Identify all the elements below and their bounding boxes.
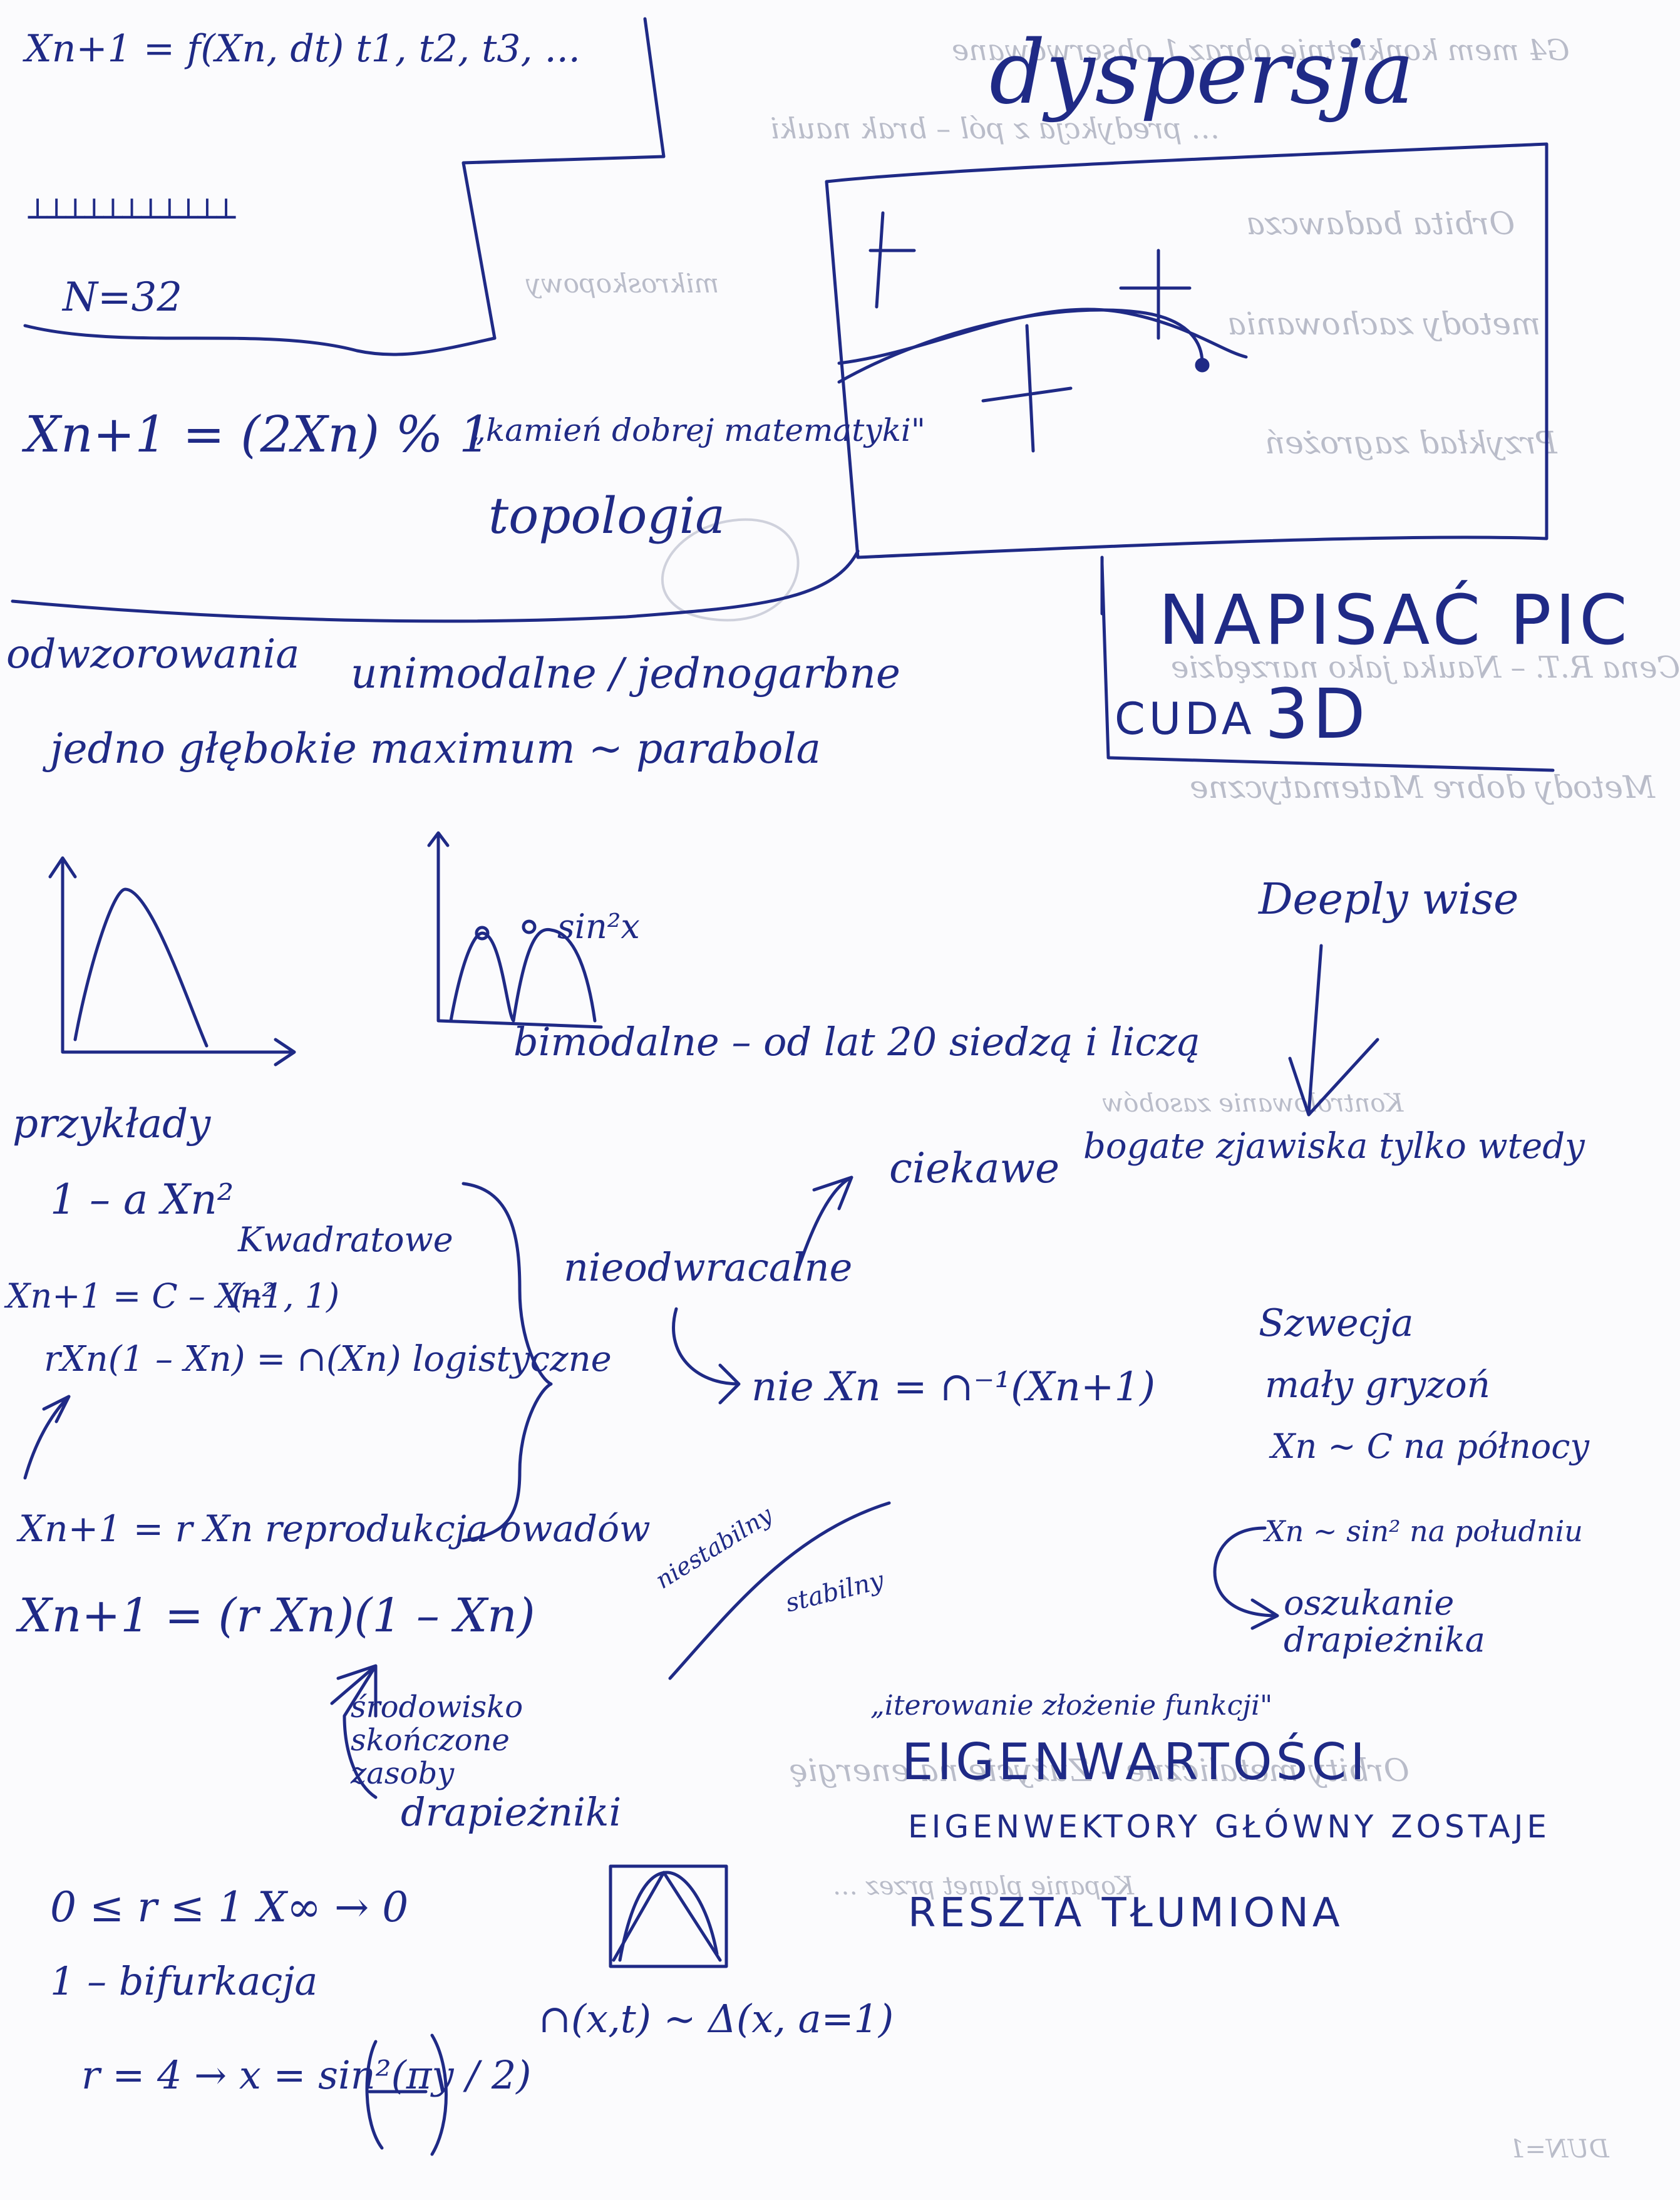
iterowanie: „iterowanie złożenie funkcji" — [870, 1690, 1273, 1722]
r-range: 0 ≤ r ≤ 1 X∞ → 0 — [50, 1883, 409, 1931]
oszukanie-drapieznika: oszukanie drapieżnika — [1284, 1583, 1485, 1660]
eigenwartosci: EIGENWARTOŚCI — [902, 1733, 1369, 1791]
tick-marks: ┴┴┴┴┴┴┴┴┴┴┴ — [28, 199, 236, 235]
nieodwracalne: nieodwracalne — [564, 1244, 853, 1290]
sketch-step-line — [461, 17, 666, 340]
three-d-label: 3D — [1265, 674, 1369, 754]
formula-logistic-2: Xn+1 = (r Xn)(1 – Xn) — [19, 1589, 535, 1643]
sketch-layer — [11, 17, 1555, 2156]
plus-sign-left — [868, 211, 916, 309]
drapiezniki: drapieżniki — [401, 1789, 622, 1835]
deeply-wise-arrow — [1288, 944, 1379, 1117]
formula-logistic: rXn(1 – Xn) = ∩(Xn) logistyczne — [44, 1339, 612, 1380]
quote-topology: „kamień dobrej matematyki" — [470, 412, 925, 448]
arrow-to-srodowisko — [330, 1664, 378, 1799]
formula-paren — [365, 2033, 448, 2156]
tent-map-formula: ∩(x,t) ~ Δ(x, a=1) — [539, 1996, 894, 2042]
stability-curve — [668, 1501, 891, 1680]
bimodal-peak-point — [475, 926, 490, 941]
sin-squared-label: sin²x — [557, 907, 640, 946]
plus-sign-right — [1119, 249, 1192, 340]
bogate-zjawiska: bogate zjawiska tylko wtedy — [1083, 1126, 1585, 1167]
range-minus1-1: (–1, 1) — [232, 1276, 340, 1316]
curly-brace — [461, 1182, 553, 1542]
wave-curve-upper — [837, 307, 1248, 365]
sketch-boundary-top — [23, 324, 497, 356]
tent-map-box — [609, 1864, 728, 1968]
plus-sign-mid — [981, 324, 1073, 453]
dyspersja-heading: dyspersja — [989, 22, 1415, 124]
eigenwektory: EIGENWEKTORY GŁÓWNY ZOSTAJE — [908, 1809, 1550, 1845]
notebook-page: G4 mem konkretnie obraz 1 obserwowane … … — [6, 17, 1680, 2164]
odwzorowania: odwzorowania — [6, 631, 300, 678]
wave-point — [1195, 358, 1210, 373]
bimodal-curve — [449, 927, 597, 1023]
wave-curve-lower — [837, 308, 1204, 384]
bernoulli-map-formula: Xn+1 = (2Xn) % 1 — [25, 405, 491, 463]
srodowisko: środowisko skończone zasoby — [351, 1690, 523, 1791]
unimodal-curve — [73, 887, 209, 1048]
formula-reprodukcja: Xn+1 = r Xn reprodukcja owadów — [19, 1507, 651, 1550]
sketch-boundary-middle — [11, 549, 860, 623]
bimodalne-text: bimodalne – od lat 20 siedzą i liczą — [513, 1019, 1200, 1065]
reszta-tlumiona: RESZTA TŁUMIONA — [908, 1890, 1344, 1936]
dyspersja-box — [825, 142, 1549, 559]
bracket-szwecja — [1213, 1526, 1279, 1630]
napisac-box — [1100, 562, 1555, 772]
arrow-to-xn-rxn — [23, 1395, 71, 1480]
cuda-label: CUDA — [1115, 693, 1255, 745]
topologia: topologia — [488, 487, 725, 545]
xn-c-polnoc: Xn ~ C na północy — [1271, 1427, 1590, 1466]
arrow-to-ciekawe — [793, 1175, 853, 1279]
unimodalne: unimodalne / jednogarbne — [351, 649, 900, 698]
deeply-wise: Deeply wise — [1259, 875, 1519, 924]
tent-map-parabola — [618, 1871, 719, 1962]
n-equals-32: N=32 — [63, 274, 183, 321]
plot-axes-unimodal — [48, 856, 296, 1066]
formula-c-minus-x2: Xn+1 = C – Xn² — [6, 1276, 276, 1316]
maly-gryzon: mały gryzoń — [1265, 1363, 1491, 1406]
bleed-through-circle — [661, 518, 800, 622]
szwecja: Szwecja — [1259, 1301, 1414, 1345]
bifurkacja: 1 – bifurkacja — [50, 1958, 318, 2004]
napisac-pic: NAPISAĆ PIC — [1158, 580, 1631, 660]
iteration-formula: Xn+1 = f(Xn, dt) t1, t2, t3, ... — [25, 27, 580, 71]
przyklady: przykłady — [13, 1101, 211, 1147]
arrow-to-nie — [672, 1307, 741, 1405]
jedno-glebokie-maximum: jedno głębokie maximum ~ parabola — [50, 725, 821, 773]
formula-1-ax2: 1 – a Xn² — [50, 1175, 234, 1224]
plot-axes-bimodal — [427, 831, 603, 1029]
kwadratowe: Kwadratowe — [238, 1220, 453, 1259]
inverse-formula: nie Xn = ∩⁻¹(Xn+1) — [751, 1364, 1156, 1410]
r4-formula: r = 4 → x = sin²(πy / 2) — [81, 2052, 532, 2098]
xn-sin2-poludnie: Xn ~ sin² na południu — [1265, 1514, 1583, 1548]
bimodal-peak-point — [522, 919, 537, 934]
ciekawe: ciekawe — [889, 1144, 1060, 1192]
